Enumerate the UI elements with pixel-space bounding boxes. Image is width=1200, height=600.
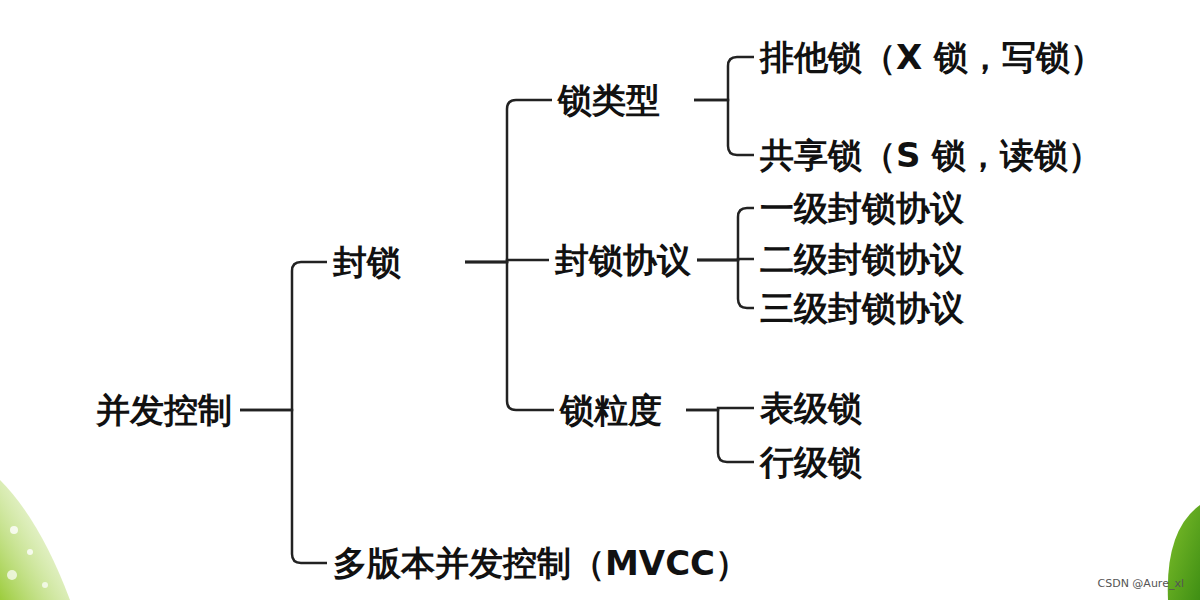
- tree-node: 行级锁: [756, 440, 866, 485]
- bracket-connector: [240, 262, 327, 410]
- node-text: 封锁: [333, 242, 401, 282]
- node-text: 锁类型: [558, 80, 660, 120]
- tree-node: 锁粒度: [556, 388, 666, 433]
- node-text: 行级锁: [760, 442, 862, 482]
- tree-node: 二级封锁协议: [756, 237, 968, 282]
- bracket-connector: [697, 208, 754, 260]
- bracket-connector: [240, 410, 327, 563]
- tree-node: 封锁协议: [551, 238, 695, 283]
- node-text: 一级封锁协议: [760, 188, 964, 228]
- tree-node: 表级锁: [756, 386, 866, 431]
- bracket-connector: [697, 260, 754, 308]
- bracket-connector: [465, 262, 554, 410]
- tree-node: 排他锁（X 锁，写锁）: [756, 35, 1108, 80]
- node-text: 二级封锁协议: [760, 239, 964, 279]
- tree-node: 三级封锁协议: [756, 286, 968, 331]
- node-text: 排他锁（X 锁，写锁）: [760, 37, 1104, 77]
- node-text: 封锁协议: [555, 240, 691, 280]
- corner-swoosh: [0, 480, 70, 600]
- node-text: 共享锁（S 锁，读锁）: [760, 135, 1102, 175]
- corner-dot: [42, 582, 48, 588]
- bracket-connector: [694, 57, 754, 100]
- bracket-connector: [465, 100, 552, 262]
- corner-dot: [10, 526, 18, 534]
- tree-node: 并发控制: [92, 388, 236, 433]
- node-text: 表级锁: [760, 388, 862, 428]
- tree-node: 共享锁（S 锁，读锁）: [756, 133, 1106, 178]
- watermark: CSDN @Aure_xl: [1098, 577, 1184, 590]
- corner-dot: [27, 549, 33, 555]
- tree-node: 封锁: [329, 240, 405, 285]
- bracket-connector: [694, 100, 754, 155]
- tree-node: 一级封锁协议: [756, 186, 968, 231]
- tree-node: 锁类型: [554, 78, 664, 123]
- corner-dot: [7, 570, 17, 580]
- bracket-connector: [686, 410, 754, 462]
- node-text: 锁粒度: [560, 390, 662, 430]
- node-text: 三级封锁协议: [760, 288, 964, 328]
- node-text: 并发控制: [96, 390, 232, 430]
- tree-node: 多版本并发控制（MVCC）: [329, 541, 753, 586]
- node-text: 多版本并发控制（MVCC）: [333, 543, 749, 583]
